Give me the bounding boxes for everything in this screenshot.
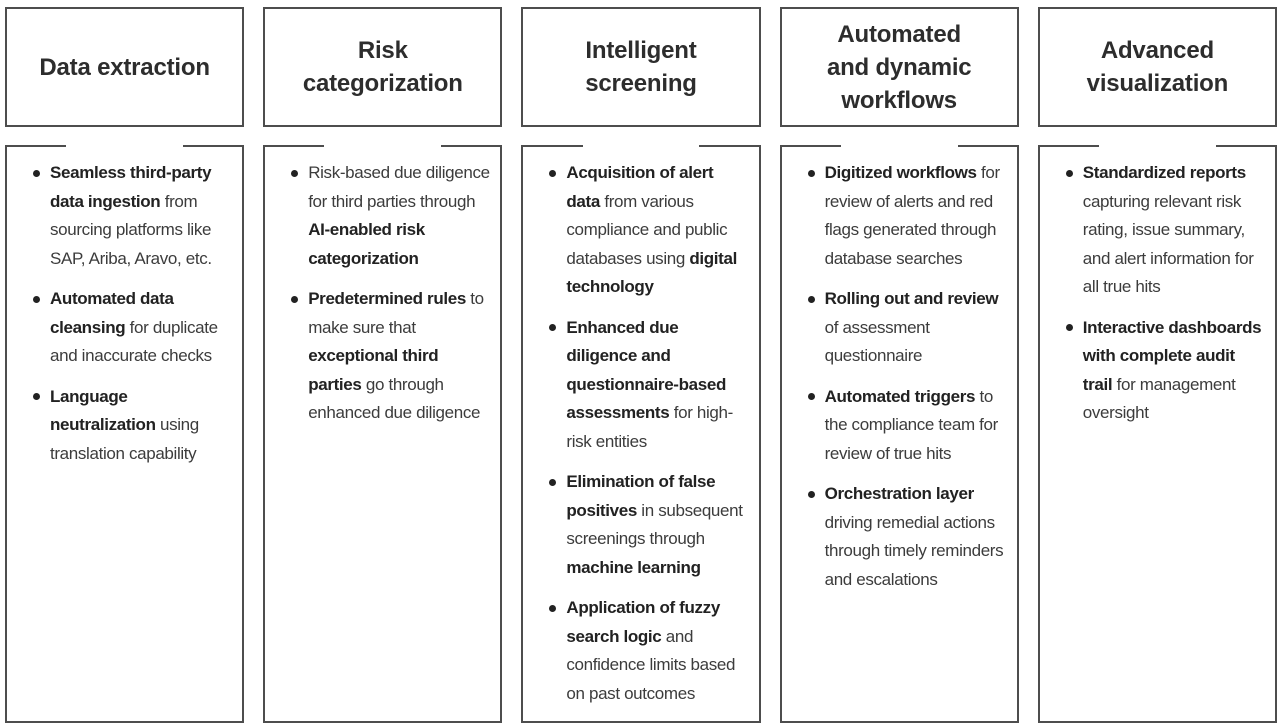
pipeline-column: Intelligent screening Acquisition of ale… [521, 7, 761, 723]
column-header: Intelligent screening [521, 7, 761, 127]
bullet-icon [549, 169, 557, 177]
bullet-icon [33, 393, 40, 400]
feature-list: Standardized reports capturing relevant … [1065, 159, 1267, 428]
bullet-icon [549, 478, 557, 486]
bullet-icon [33, 295, 40, 303]
list-item: Enhanced due diligence and questionnaire… [549, 314, 750, 457]
column-title: Advanced visualization [1086, 37, 1229, 97]
bullet-icon [1065, 169, 1073, 177]
column-body: Risk-based due diligence for third parti… [263, 145, 503, 723]
column-title: Automated and dynamic workflows [826, 20, 972, 114]
bullet-icon [549, 604, 557, 612]
list-item: Application of fuzzy search logic and co… [549, 594, 750, 708]
list-item-text: Seamless third-party data ingestion from… [50, 163, 212, 268]
bullet-icon [291, 169, 299, 177]
list-item: Predetermined rules to make sure that ex… [291, 285, 492, 428]
list-item-text: Orchestration layer driving remedial act… [824, 484, 1004, 589]
list-item-text: Predetermined rules to make sure that ex… [308, 289, 484, 422]
list-item: Interactive dashboards with complete aud… [1065, 314, 1267, 428]
list-item: Orchestration layer driving remedial act… [807, 480, 1009, 594]
bullet-icon [807, 490, 815, 498]
list-item-text: Interactive dashboards with complete aud… [1082, 317, 1262, 423]
list-item-text: Risk-based due diligence for third parti… [308, 163, 490, 268]
list-item: Automated triggers to the compliance tea… [807, 383, 1009, 469]
list-item-text: Application of fuzzy search logic and co… [566, 598, 736, 703]
column-title: Risk categorization [302, 37, 463, 97]
feature-list: Risk-based due diligence for third parti… [291, 159, 492, 428]
column-header: Data extraction [5, 7, 245, 127]
column-header: Advanced visualization [1037, 7, 1277, 127]
bullet-icon [807, 295, 815, 303]
pipeline-column: Automated and dynamic workflows Digitize… [779, 7, 1019, 723]
list-item: Digitized workflows for review of alerts… [807, 159, 1009, 273]
pipeline-column: Data extraction Seamless third-party dat… [5, 7, 245, 723]
bullet-icon [33, 169, 40, 177]
column-body: Standardized reports capturing relevant … [1037, 145, 1278, 723]
list-item-text: Automated data cleansing for duplicate a… [50, 289, 218, 365]
bullet-icon [807, 393, 815, 400]
bullet-icon [291, 295, 299, 303]
list-item: Language neutralization using translatio… [33, 383, 234, 469]
column-body: Digitized workflows for review of alerts… [779, 145, 1019, 723]
list-item: Elimination of false positives in subseq… [549, 468, 750, 582]
list-item: Acquisition of alert data from various c… [549, 159, 750, 302]
list-item-text: Language neutralization using translatio… [50, 386, 199, 463]
list-item: Rolling out and review of assessment que… [807, 285, 1009, 371]
list-item-text: Rolling out and review of assessment que… [824, 289, 999, 365]
list-item-text: Automated triggers to the compliance tea… [824, 386, 999, 463]
column-title: Data extraction [39, 53, 210, 81]
list-item-text: Standardized reports capturing relevant … [1082, 163, 1254, 296]
feature-list: Digitized workflows for review of alerts… [807, 159, 1009, 594]
bullet-icon [549, 324, 557, 331]
list-item: Risk-based due diligence for third parti… [291, 159, 492, 273]
list-item-text: Acquisition of alert data from various c… [566, 163, 737, 296]
bullet-icon [1065, 324, 1073, 331]
pipeline-column: Risk categorization Risk-based due dilig… [263, 7, 503, 723]
list-item-text: Enhanced due diligence and questionnaire… [566, 317, 733, 451]
list-item: Automated data cleansing for duplicate a… [33, 285, 234, 371]
list-item: Standardized reports capturing relevant … [1065, 159, 1267, 302]
feature-list: Seamless third-party data ingestion from… [33, 159, 234, 468]
column-header: Risk categorization [263, 7, 503, 127]
list-item: Seamless third-party data ingestion from… [33, 159, 234, 273]
column-header: Automated and dynamic workflows [779, 7, 1019, 127]
list-item-text: Elimination of false positives in subseq… [566, 472, 743, 577]
list-item-text: Digitized workflows for review of alerts… [824, 163, 1001, 268]
column-body: Seamless third-party data ingestion from… [5, 145, 245, 723]
column-title: Intelligent screening [585, 37, 697, 97]
column-body: Acquisition of alert data from various c… [521, 145, 761, 723]
bullet-icon [807, 169, 815, 177]
pipeline-column: Advanced visualization Standardized repo… [1037, 7, 1278, 723]
feature-list: Acquisition of alert data from various c… [549, 159, 750, 708]
